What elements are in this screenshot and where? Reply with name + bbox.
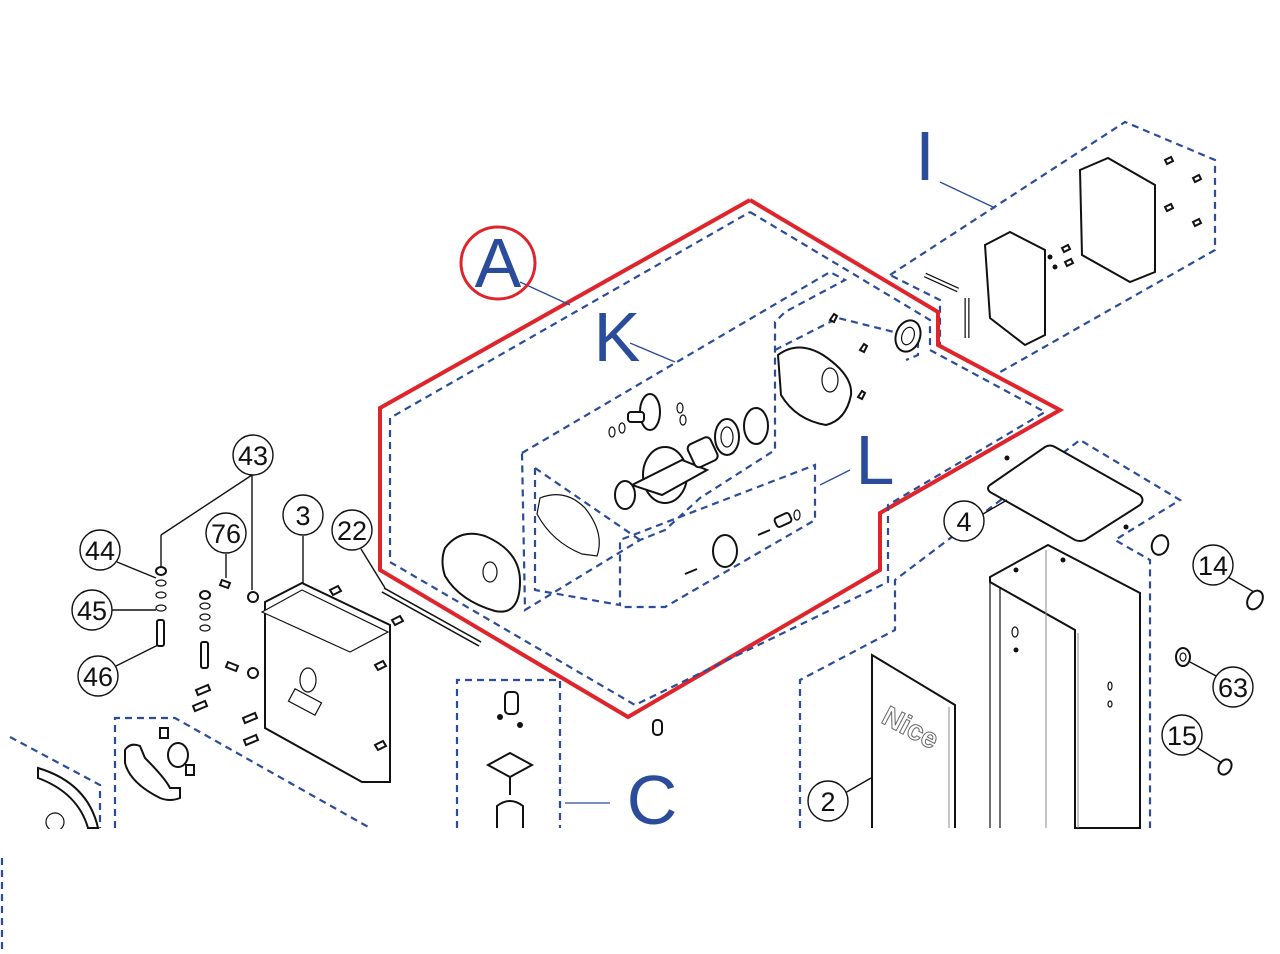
group-k-outline [520, 270, 848, 612]
part-caps [1150, 534, 1264, 776]
callout-43: 43 [160, 434, 274, 590]
callout-2: 2 [807, 777, 872, 822]
svg-text:14: 14 [1198, 551, 1228, 581]
parts-left-hardware [155, 566, 260, 747]
callout-4: 4 [943, 499, 1008, 542]
svg-text:15: 15 [1167, 721, 1197, 751]
group-label-k: K [594, 298, 641, 376]
svg-text:46: 46 [83, 662, 113, 692]
group-a-outline [388, 211, 1048, 707]
part-bearing [714, 407, 769, 456]
svg-text:45: 45 [77, 596, 107, 626]
group-a-highlight-outline [378, 198, 1065, 720]
part-cover-4 [987, 444, 1144, 542]
svg-text:4: 4 [956, 507, 971, 537]
part-plate-3 [260, 581, 405, 783]
part-cabinet [989, 543, 1141, 829]
group-label-i: I [915, 117, 934, 195]
part-gear-l [684, 509, 801, 575]
part-rod-22 [381, 587, 482, 647]
part-housing-left [441, 532, 522, 613]
callout-45: 45 [71, 589, 156, 631]
svg-text:22: 22 [337, 516, 367, 546]
callout-44: 44 [79, 529, 157, 579]
part-door-2: Nice [871, 653, 956, 828]
part-housing-right [776, 312, 869, 427]
callout-22: 22 [331, 509, 386, 589]
group-c-outline [455, 678, 562, 828]
callout-63: 63 [1189, 661, 1254, 708]
group-label-c: C [627, 761, 678, 839]
group-i-outline [889, 120, 1217, 377]
group-label-a: A [475, 224, 522, 302]
callout-46: 46 [77, 644, 159, 697]
callout-14: 14 [1192, 544, 1255, 593]
group-label-l: L [856, 421, 895, 499]
blank-bottom-area [5, 829, 1280, 954]
part-pin [652, 719, 663, 736]
part-gasket [536, 494, 600, 557]
svg-text:2: 2 [820, 787, 835, 817]
group-a-red-circle [459, 225, 537, 301]
callout-3: 3 [282, 494, 324, 583]
svg-text:76: 76 [211, 519, 241, 549]
callout-76: 76 [205, 512, 247, 578]
part-motor-c [485, 691, 535, 828]
group-l-outline [533, 463, 817, 609]
part-shaft-gear [614, 436, 719, 510]
svg-text:43: 43 [238, 441, 268, 471]
part-gear-small [608, 393, 687, 438]
part-frame-i [923, 155, 1203, 347]
svg-text:63: 63 [1218, 673, 1248, 703]
part-bracket [124, 727, 195, 801]
part-disc-left [37, 766, 100, 832]
part-seal-ring [894, 319, 922, 353]
callout-15: 15 [1161, 714, 1223, 764]
svg-text:44: 44 [85, 536, 115, 566]
svg-text:3: 3 [295, 501, 310, 531]
